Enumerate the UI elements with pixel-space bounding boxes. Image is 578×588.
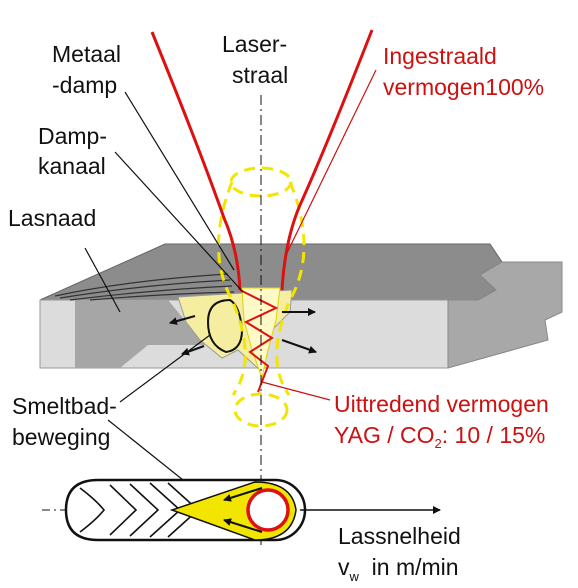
beam-caustic-envelope	[217, 166, 306, 428]
label-smeltbad-line1: Smeltbad-	[12, 393, 117, 419]
label-uittredend-vermogen: Uittredend vermogen	[334, 391, 549, 417]
label-lassnelheid: Lassnelheid	[338, 523, 461, 549]
label-dampkanaal-line2: kanaal	[38, 153, 106, 179]
laser-beam-left-edge	[150, 31, 242, 291]
plate-side-face	[447, 261, 563, 369]
label-lasnaad: Lasnaad	[8, 205, 96, 231]
label-metaal-damp-line2: -damp	[52, 72, 117, 98]
label-metaal-damp-line1: Metaal	[52, 41, 121, 67]
plan-flow-arrow-top	[223, 487, 263, 502]
workpiece-plate	[39, 243, 563, 369]
keyhole-reflections	[239, 289, 279, 393]
label-dampkanaal-line1: Damp-	[38, 123, 107, 149]
vw-unit-text: in m/min	[359, 554, 459, 580]
leader-lines-red	[261, 69, 377, 401]
melt-flow-loop	[206, 298, 244, 354]
label-laserstraal-line1: Laser-	[222, 31, 287, 57]
plan-flow-arrow-bottom	[223, 518, 263, 533]
label-yag-co2: YAG / CO2: 10 / 15%	[334, 422, 545, 451]
laser-beam-right-edge	[280, 29, 374, 291]
weld-bead-lines	[54, 273, 235, 301]
yag-suffix: : 10 / 15%	[442, 422, 546, 448]
vw-symbol: v	[338, 554, 350, 580]
labels: Metaal -damp Laser- straal Ingestraald v…	[8, 31, 549, 584]
label-vw-unit: vw in m/min	[338, 554, 459, 584]
label-smeltbad-line2: beweging	[12, 424, 110, 450]
label-ingestraald-line2: vermogen100%	[383, 74, 544, 100]
label-laserstraal-line2: straal	[232, 62, 288, 88]
laser-beam	[150, 29, 374, 393]
weld-seam-cut	[75, 300, 205, 368]
label-ingestraald-line1: Ingestraald	[383, 43, 497, 69]
melt-flow-arrows	[169, 308, 317, 356]
yag-prefix: YAG / CO	[334, 422, 435, 448]
vw-subscript: w	[349, 569, 360, 584]
plan-keyhole	[246, 488, 290, 532]
plan-chevrons	[79, 482, 200, 538]
melt-pool	[177, 287, 293, 380]
weld-pool-plan-view	[42, 478, 441, 542]
yag-co2-subscript: 2	[435, 436, 442, 451]
